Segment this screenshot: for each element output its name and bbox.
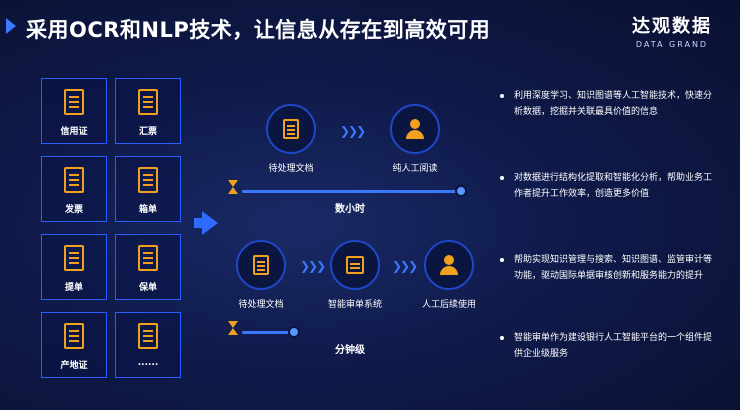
manual-step2-label: 纯人工阅读 xyxy=(392,164,438,174)
manual-time-knob xyxy=(455,185,467,197)
manual-time-label: 数小时 xyxy=(335,204,365,215)
person-reading-icon xyxy=(406,119,424,139)
document-icon xyxy=(138,89,158,115)
smart-audit-system-node xyxy=(330,240,380,290)
bullet-text: 利用深度学习、知识图谱等人工智能技术，快速分析数据，挖掘并关联最具价值的信息 xyxy=(514,91,713,117)
flow-arrow-icon xyxy=(194,211,218,235)
document-icon xyxy=(64,323,84,349)
list-item: 帮助实现知识管理与搜索、知识图谱、监管审计等功能，驱动国际单据审核创新和服务能力… xyxy=(500,252,720,284)
logo: 达观数据 DATA GRAND xyxy=(632,12,712,49)
hourglass-icon xyxy=(228,180,238,194)
smart-time-label: 分钟级 xyxy=(335,345,365,356)
smart-human-followup-node xyxy=(424,240,474,290)
document-icon xyxy=(138,323,158,349)
document-icon xyxy=(64,167,84,193)
manual-step1-label: 待处理文档 xyxy=(268,164,314,174)
smart-step1-label: 待处理文档 xyxy=(238,300,284,310)
smart-time-knob xyxy=(288,326,300,338)
doc-card-invoice: 发票 xyxy=(41,156,107,222)
bullet-dot-icon xyxy=(500,176,504,180)
manual-time-track xyxy=(242,190,462,193)
chevrons-icon: ❯❯❯ xyxy=(300,259,326,273)
smart-step3-label: 人工后续使用 xyxy=(421,300,476,310)
list-item: 智能审单作为建设银行人工智能平台的一个组件提供企业级服务 xyxy=(500,330,720,362)
smart-step2-label: 智能审单系统 xyxy=(327,300,382,310)
bullet-dot-icon xyxy=(500,94,504,98)
logo-chinese: 达观数据 xyxy=(632,16,712,37)
bullet-dot-icon xyxy=(500,258,504,262)
title-marker-icon xyxy=(6,18,16,34)
header: 采用OCR和NLP技术，让信息从存在到高效可用 达观数据 DATA GRAND xyxy=(0,0,740,70)
document-icon xyxy=(64,89,84,115)
doc-card-certificate-of-origin: 产地证 xyxy=(41,312,107,378)
audit-system-icon xyxy=(346,256,364,274)
doc-label: 产地证 xyxy=(60,361,88,371)
document-icon xyxy=(138,167,158,193)
doc-label: ...... xyxy=(137,358,159,368)
doc-card-letter-of-credit: 信用证 xyxy=(41,78,107,144)
list-item: 利用深度学习、知识图谱等人工智能技术，快速分析数据，挖掘并关联最具价值的信息 xyxy=(500,88,720,120)
bullet-text: 对数据进行结构化提取和智能化分析，帮助业务工作者提升工作效率，创造更多价值 xyxy=(514,173,713,199)
doc-label: 箱单 xyxy=(138,205,157,215)
hourglass-icon xyxy=(228,321,238,335)
doc-label: 信用证 xyxy=(60,127,88,137)
doc-card-packing-list: 箱单 xyxy=(115,156,181,222)
stacked-documents-icon xyxy=(253,255,269,275)
chevrons-icon: ❯❯❯ xyxy=(340,124,366,138)
smart-pending-docs-node xyxy=(236,240,286,290)
doc-label: 提单 xyxy=(64,283,83,293)
stacked-documents-icon xyxy=(283,119,299,139)
list-item: 对数据进行结构化提取和智能化分析，帮助业务工作者提升工作效率，创造更多价值 xyxy=(500,170,720,202)
doc-card-bill-of-lading: 提单 xyxy=(41,234,107,300)
doc-card-more: ...... xyxy=(115,312,181,378)
doc-label: 汇票 xyxy=(138,127,157,137)
doc-card-draft: 汇票 xyxy=(115,78,181,144)
doc-label: 发票 xyxy=(64,205,83,215)
bullet-text: 帮助实现知识管理与搜索、知识图谱、监管审计等功能，驱动国际单据审核创新和服务能力… xyxy=(514,255,713,281)
chevrons-icon: ❯❯❯ xyxy=(392,259,418,273)
bullet-text: 智能审单作为建设银行人工智能平台的一个组件提供企业级服务 xyxy=(514,333,713,359)
doc-label: 保单 xyxy=(138,283,157,293)
person-reading-icon xyxy=(440,255,458,275)
manual-reading-node xyxy=(390,104,440,154)
logo-english: DATA GRAND xyxy=(635,40,709,49)
manual-pending-docs-node xyxy=(266,104,316,154)
page-title: 采用OCR和NLP技术，让信息从存在到高效可用 xyxy=(26,18,491,42)
doc-card-insurance-policy: 保单 xyxy=(115,234,181,300)
bullet-dot-icon xyxy=(500,336,504,340)
document-icon xyxy=(64,245,84,271)
document-icon xyxy=(138,245,158,271)
smart-time-track xyxy=(242,331,294,334)
